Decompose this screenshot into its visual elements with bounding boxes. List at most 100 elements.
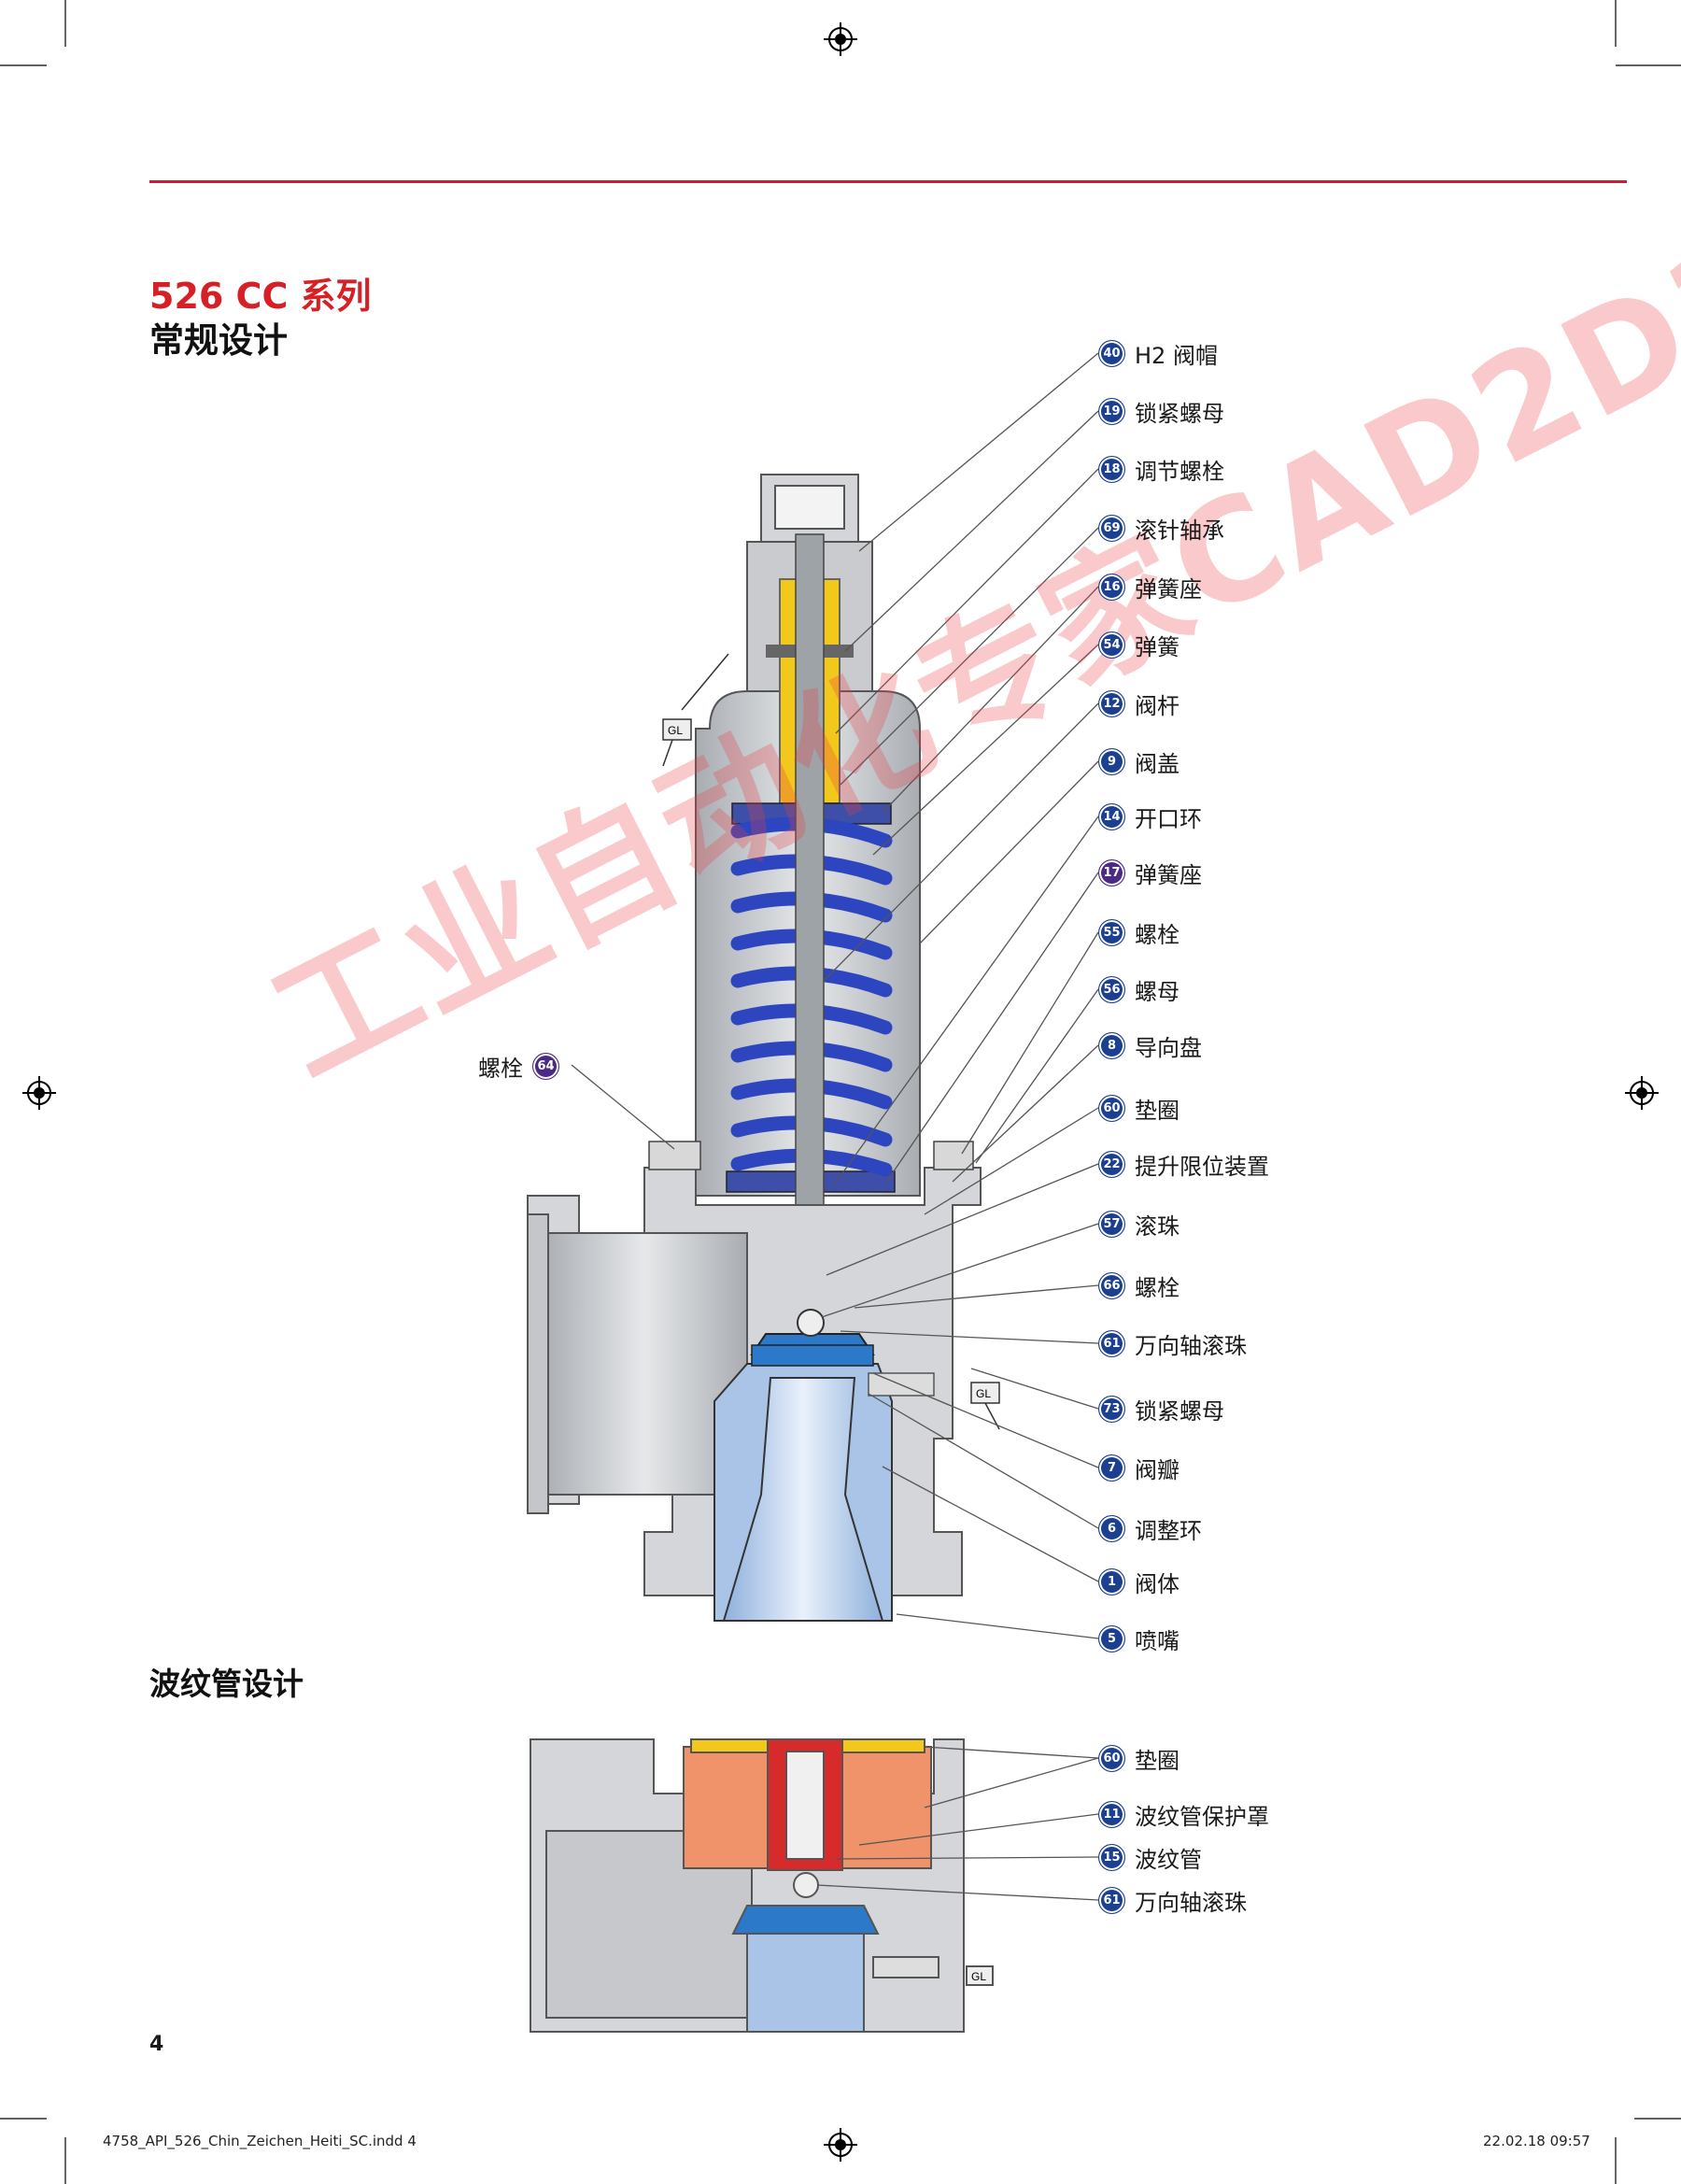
callout-number-badge: 56 <box>1098 975 1125 1003</box>
callout-number-badge: 16 <box>1098 573 1125 601</box>
bellows-leaders <box>816 1746 1099 1901</box>
page-number: 4 <box>149 2033 164 2056</box>
callout-number-badge: 8 <box>1098 1031 1125 1059</box>
callout-number-badge: 9 <box>1098 747 1125 775</box>
callout-label: 弹簧座 <box>1135 575 1202 603</box>
callout-label: 调节螺栓 <box>1135 458 1224 485</box>
callout-item: 7 阀瓣 <box>1098 1452 1180 1483</box>
callout-number-badge: 54 <box>1098 631 1125 659</box>
callout-number-badge: 73 <box>1098 1395 1125 1423</box>
callout-label: 开口环 <box>1135 805 1202 832</box>
callout-bolt-64: 螺栓 64 <box>478 1050 559 1082</box>
nozzle <box>713 1363 893 1622</box>
callout-item: 54 弹簧 <box>1098 629 1180 660</box>
callout-number-badge: 18 <box>1098 455 1125 483</box>
callout-item: 14 开口环 <box>1098 801 1202 832</box>
callout-number-badge: 57 <box>1098 1210 1125 1238</box>
callout-item: 16 弹簧座 <box>1098 571 1202 603</box>
gl-tag-top: GL <box>668 724 683 737</box>
callout-label: 波纹管保护罩 <box>1135 1803 1269 1830</box>
callout-label: 螺栓 <box>1135 921 1180 948</box>
footer-datetime: 22.02.18 09:57 <box>1483 2133 1590 2149</box>
callout-item: 61 万向轴滚珠 <box>1098 1327 1247 1359</box>
callout-label: 锁紧螺母 <box>1135 400 1224 427</box>
callout-label: 提升限位装置 <box>1135 1153 1269 1180</box>
callout-item: 56 螺母 <box>1098 973 1180 1005</box>
callout-item: 15 波纹管 <box>1098 1841 1202 1873</box>
standard-design-title: 常规设计 <box>149 320 288 361</box>
leader-lines <box>571 352 1099 1639</box>
bellows-disc-holder <box>731 1905 880 1935</box>
bellows-ball <box>793 1872 819 1898</box>
footer-file: 4758_API_526_Chin_Zeichen_Heiti_SC.indd … <box>103 2133 417 2149</box>
series-title: 526 CC 系列 <box>149 276 372 317</box>
callout-number-badge: 55 <box>1098 918 1125 946</box>
callout-number-badge: 60 <box>1098 1094 1125 1122</box>
callout-number-badge: 64 <box>532 1052 559 1080</box>
callout-label: 调整环 <box>1135 1517 1202 1544</box>
callout-item: 55 螺栓 <box>1098 916 1180 948</box>
callout-label: 滚珠 <box>1135 1213 1180 1240</box>
callout-label: 导向盘 <box>1135 1034 1202 1061</box>
callout-number-badge: 17 <box>1098 858 1125 886</box>
callout-label: 锁紧螺母 <box>1135 1397 1224 1425</box>
callout-number-badge: 19 <box>1098 397 1125 425</box>
callout-number-badge: 5 <box>1098 1624 1125 1652</box>
callout-item: 60 垫圈 <box>1098 1092 1180 1124</box>
callout-number-badge: 15 <box>1098 1843 1125 1871</box>
callout-item: 9 阀盖 <box>1098 745 1180 777</box>
callout-label: 弹簧座 <box>1135 861 1202 888</box>
callout-label: 波纹管 <box>1135 1846 1202 1873</box>
callout-label: 螺母 <box>1135 978 1180 1005</box>
callout-label: 弹簧 <box>1135 633 1180 660</box>
bellows-design-title: 波纹管设计 <box>149 1666 304 1702</box>
callout-label: 滚针轴承 <box>1135 517 1224 544</box>
callout-label: 垫圈 <box>1135 1747 1180 1774</box>
callout-label: 喷嘴 <box>1135 1627 1180 1654</box>
callout-item: 5 喷嘴 <box>1098 1623 1180 1654</box>
gl-tag-mid: GL <box>976 1387 991 1400</box>
header-rule <box>149 180 1627 183</box>
stud-right <box>933 1141 974 1170</box>
callout-label: 万向轴滚珠 <box>1135 1332 1247 1359</box>
callout-item: 18 调节螺栓 <box>1098 453 1224 485</box>
callout-item: 22 提升限位装置 <box>1098 1148 1269 1180</box>
callout-number-badge: 60 <box>1098 1744 1125 1772</box>
callout-item: 17 弹簧座 <box>1098 857 1202 888</box>
callout-number-badge: 66 <box>1098 1271 1125 1299</box>
callout-item: 69 滚针轴承 <box>1098 512 1224 544</box>
callout-number-badge: 61 <box>1098 1329 1125 1357</box>
callout-label: H2 阀帽 <box>1135 342 1218 369</box>
callout-label: 阀瓣 <box>1135 1456 1180 1483</box>
callout-item: 6 调整环 <box>1098 1512 1202 1544</box>
callout-number-badge: 6 <box>1098 1514 1125 1542</box>
gl-tag-bellows: GL <box>971 1970 986 1983</box>
callout-label: 阀盖 <box>1135 750 1180 777</box>
callout-item: 19 锁紧螺母 <box>1098 395 1224 427</box>
callout-number-badge: 69 <box>1098 514 1125 542</box>
callout-number-badge: 11 <box>1098 1800 1125 1828</box>
callout-number-badge: 14 <box>1098 802 1125 830</box>
callout-label: 阀体 <box>1135 1570 1180 1597</box>
callout-item: 11 波纹管保护罩 <box>1098 1798 1269 1830</box>
callout-label: 阀杆 <box>1135 692 1180 719</box>
callout-item: 60 垫圈 <box>1098 1742 1180 1774</box>
callout-label: 垫圈 <box>1135 1097 1180 1124</box>
callout-item: 1 阀体 <box>1098 1566 1180 1597</box>
gl-seal-top <box>662 653 729 767</box>
callout-item: 57 滚珠 <box>1098 1208 1180 1240</box>
callout-number-badge: 1 <box>1098 1567 1125 1595</box>
ball <box>797 1309 825 1337</box>
callout-label: 螺栓 <box>478 1055 523 1082</box>
callout-number-badge: 61 <box>1098 1886 1125 1914</box>
callout-number-badge: 22 <box>1098 1150 1125 1178</box>
callout-number-badge: 7 <box>1098 1454 1125 1482</box>
callout-label: 螺栓 <box>1135 1274 1180 1301</box>
stud-left <box>648 1141 701 1170</box>
callout-item: 8 导向盘 <box>1098 1029 1202 1061</box>
callout-label: 万向轴滚珠 <box>1135 1889 1247 1916</box>
bellows-nozzle <box>746 1933 865 2033</box>
